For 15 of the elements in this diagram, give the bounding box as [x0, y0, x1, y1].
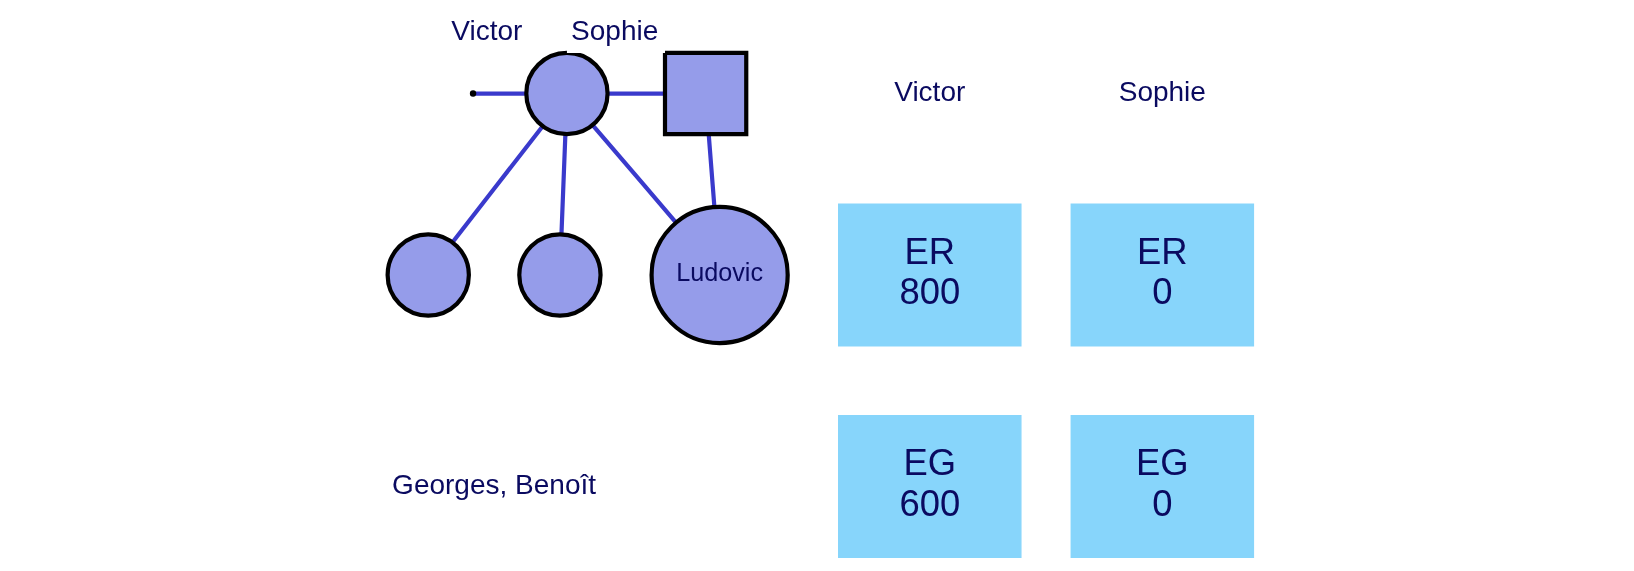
node-circle [517, 232, 603, 318]
node-circle [524, 50, 610, 137]
connector [591, 123, 678, 224]
node-label: Victor [451, 15, 523, 47]
connector [559, 134, 568, 234]
node-circle [385, 232, 471, 318]
node-box: ER 800 [838, 203, 1022, 347]
label: Georges, Benoît [392, 468, 597, 500]
node-circle: Ludovic [649, 204, 790, 346]
label: Sophie [1118, 75, 1206, 107]
connector [451, 125, 545, 244]
node-box: ER 0 [1070, 203, 1255, 347]
node-box: EG 0 [1070, 415, 1255, 558]
label: Victor [894, 75, 966, 107]
node-box: EG 600 [838, 415, 1022, 558]
